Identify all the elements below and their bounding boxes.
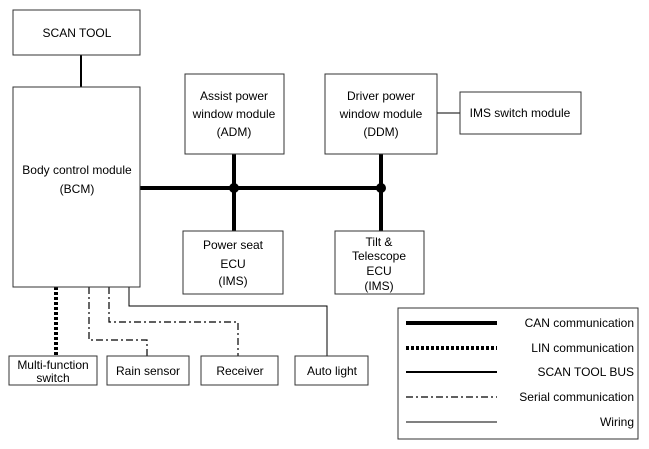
ddm-node: Driver power window module (DDM) [324,73,438,155]
legend: CAN communication LIN communication SCAN… [397,307,639,440]
ims-switch-label: IMS switch module [470,106,571,120]
wiring-autolight-line [128,287,328,356]
can-junction-ddm [376,183,386,193]
nodes: SCAN TOOL Body control module (BCM) Assi… [8,9,582,386]
power-seat-label-line3: (IMS) [218,274,247,288]
power-seat-node: Power seat ECU (IMS) [182,230,284,295]
tilt-telescope-node: Tilt & Telescope ECU (IMS) [334,230,425,295]
auto-light-label: Auto light [307,364,358,378]
receiver-label: Receiver [216,364,263,378]
connections [54,55,460,356]
auto-light-node: Auto light [294,355,369,386]
adm-label-line3: (ADM) [217,125,252,139]
legend-can-label: CAN communication [525,316,634,330]
tilt-label-line3: ECU [366,264,391,278]
multifunction-label-line2: switch [36,371,69,385]
serial-receiver-line [108,287,239,356]
legend-wiring-label: Wiring [600,415,634,429]
rain-sensor-label: Rain sensor [116,364,180,378]
adm-node: Assist power window module (ADM) [184,73,285,155]
legend-box [397,307,639,440]
can-junction-adm [229,183,239,193]
ims-switch-node: IMS switch module [459,91,582,135]
multifunction-switch-node: Multi-function switch [8,355,98,386]
multifunction-label-line1: Multi-function [17,358,88,372]
legend-lin-label: LIN communication [531,341,634,355]
legend-scan-label: SCAN TOOL BUS [538,365,634,379]
serial-rain-line [88,287,148,356]
legend-serial-label: Serial communication [519,390,634,404]
bcm-label-line1: Body control module [22,163,132,177]
tilt-label-line4: (IMS) [364,279,393,293]
scan-tool-label: SCAN TOOL [43,26,112,40]
ddm-label-line2: window module [339,107,423,121]
bcm-node: Body control module (BCM) [12,86,141,288]
ddm-label-line1: Driver power [347,89,415,103]
adm-label-line2: window module [192,107,276,121]
bcm-label-line2: (BCM) [60,182,95,196]
power-seat-label-line1: Power seat [203,238,264,252]
receiver-node: Receiver [200,355,279,386]
power-seat-label-line2: ECU [220,257,245,271]
rain-sensor-node: Rain sensor [106,355,190,386]
tilt-label-line2: Telescope [352,249,406,263]
scan-tool-node: SCAN TOOL [12,9,141,56]
adm-label-line1: Assist power [200,89,268,103]
tilt-label-line1: Tilt & [366,235,393,249]
ddm-label-line3: (DDM) [363,125,398,139]
